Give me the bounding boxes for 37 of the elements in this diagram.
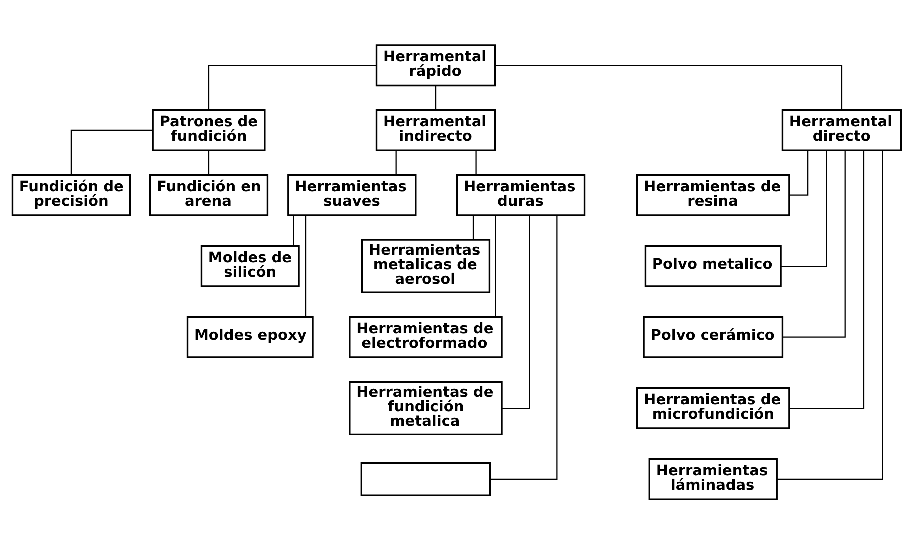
connector [208, 150, 210, 174]
connector [476, 150, 477, 174]
connector [790, 150, 809, 196]
node-box: Fundición de precisión [12, 174, 131, 216]
connector [495, 215, 496, 317]
connector [496, 64, 843, 110]
connector [781, 150, 828, 267]
connector [70, 129, 154, 175]
node-box: Moldes de silicón [200, 244, 300, 287]
node-box: Moldes epoxy [186, 316, 314, 358]
node-box: Polvo metalico [644, 244, 782, 287]
node-box: Herramientas de resina [636, 174, 790, 216]
connector [472, 215, 474, 240]
connector [777, 150, 884, 480]
node-box [360, 462, 492, 496]
connector [305, 215, 307, 317]
connector [502, 215, 530, 409]
node-box: Herramental directo [782, 109, 902, 151]
node-box: Herramientas láminadas [648, 458, 778, 500]
node-box: Herramental indirecto [376, 109, 496, 151]
node-box: Herramientas suaves [288, 174, 417, 216]
connector [208, 64, 377, 110]
node-box: Herramientas de fundición metalica [349, 380, 503, 435]
node-box: Herramientas de microfundición [636, 386, 790, 429]
connector [435, 85, 437, 110]
node-box: Herramientas metalicas de aerosol [361, 238, 491, 293]
node-box: Herramientas duras [456, 174, 586, 216]
connector [396, 150, 397, 174]
node-box: Patrones de fundición [152, 109, 266, 151]
connector [490, 215, 558, 480]
node-box: Fundición en arena [149, 174, 269, 216]
connector [790, 150, 865, 409]
connector [293, 215, 294, 246]
connector [782, 150, 846, 338]
node-box: Herramientas de electroformado [349, 316, 503, 358]
node-box: Polvo cerámico [643, 316, 784, 358]
node-box: Herramental rápido [376, 44, 496, 86]
